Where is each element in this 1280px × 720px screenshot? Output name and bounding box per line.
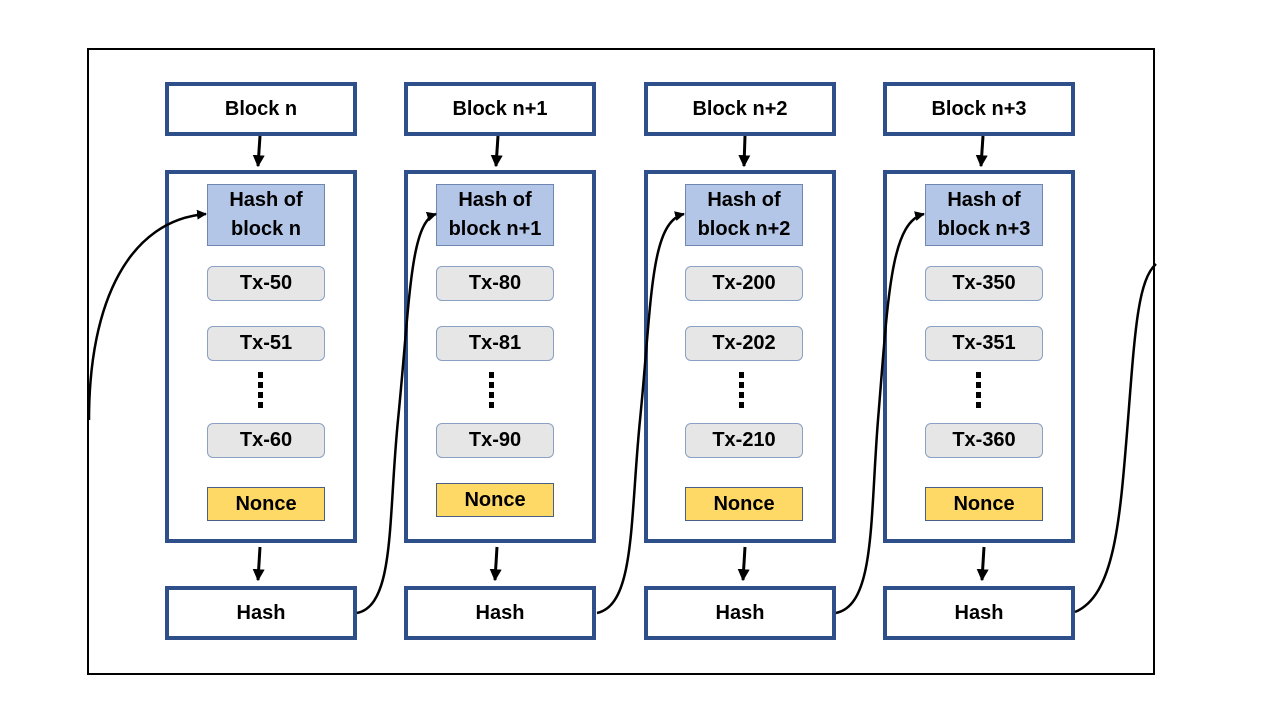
- transaction-item: Tx-350: [925, 266, 1043, 301]
- transaction-item: Tx-90: [436, 423, 554, 458]
- chain-link-exit: [1074, 263, 1157, 614]
- nonce-field: Nonce: [436, 483, 554, 517]
- transaction-item: Tx-200: [685, 266, 803, 301]
- block-header: Block n: [165, 82, 357, 136]
- down-arrow: [976, 546, 989, 582]
- block-hash: Hash: [883, 586, 1075, 640]
- prev-hash-field: Hash of block n+2: [685, 184, 803, 246]
- nonce-field: Nonce: [925, 487, 1043, 521]
- chain-link-arrow: [356, 211, 437, 615]
- block-hash: Hash: [165, 586, 357, 640]
- nonce-field: Nonce: [685, 487, 803, 521]
- transaction-item: Tx-210: [685, 423, 803, 458]
- transaction-item: Tx-80: [436, 266, 554, 301]
- ellipsis-dots: [739, 372, 745, 408]
- down-arrow: [489, 546, 502, 582]
- down-arrow: [737, 546, 750, 582]
- chain-link-arrow: [87, 209, 207, 421]
- down-arrow: [252, 135, 265, 168]
- block-header: Block n+2: [644, 82, 836, 136]
- diagram-frame: [87, 48, 1155, 675]
- block-header: Block n+3: [883, 82, 1075, 136]
- down-arrow: [975, 135, 988, 168]
- ellipsis-dots: [489, 372, 495, 408]
- nonce-field: Nonce: [207, 487, 325, 521]
- down-arrow: [738, 135, 751, 168]
- chain-link-arrow: [835, 211, 925, 615]
- chain-link-arrow: [596, 211, 685, 615]
- transaction-item: Tx-60: [207, 423, 325, 458]
- transaction-item: Tx-351: [925, 326, 1043, 361]
- down-arrow: [490, 135, 503, 168]
- down-arrow: [252, 546, 265, 582]
- prev-hash-field: Hash of block n+3: [925, 184, 1043, 246]
- prev-hash-field: Hash of block n+1: [436, 184, 554, 246]
- transaction-item: Tx-360: [925, 423, 1043, 458]
- transaction-item: Tx-202: [685, 326, 803, 361]
- block-header: Block n+1: [404, 82, 596, 136]
- ellipsis-dots: [976, 372, 982, 408]
- ellipsis-dots: [258, 372, 264, 408]
- transaction-item: Tx-81: [436, 326, 554, 361]
- block-hash: Hash: [644, 586, 836, 640]
- transaction-item: Tx-50: [207, 266, 325, 301]
- block-hash: Hash: [404, 586, 596, 640]
- transaction-item: Tx-51: [207, 326, 325, 361]
- prev-hash-field: Hash of block n: [207, 184, 325, 246]
